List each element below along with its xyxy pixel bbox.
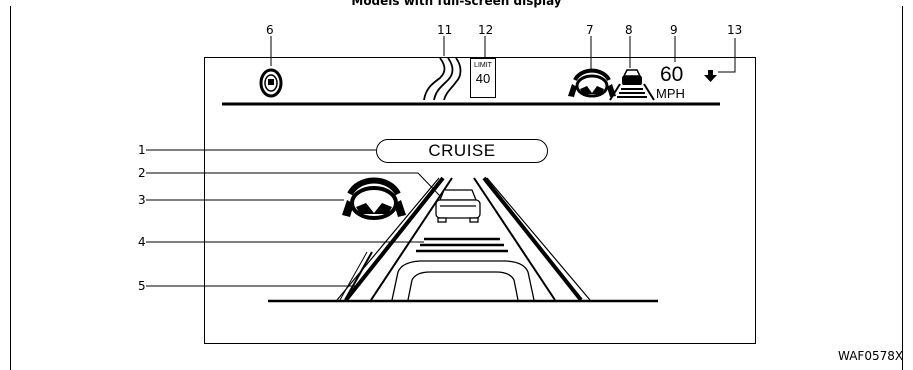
lead-vehicle-icon [436,190,480,222]
road-curve-icon [424,58,461,100]
callout-7: 7 [586,24,594,36]
distance-bars-icon [416,239,508,251]
steering-wheel-icon [342,180,406,218]
set-speed-value: 60 [660,64,683,85]
callout-8: 8 [625,24,633,36]
callout-6: 6 [266,24,274,36]
speed-sign-top-text: LIMIT [471,61,495,71]
callout-4: 4 [138,236,146,248]
callout-9: 9 [670,24,678,36]
callout-3: 3 [138,194,146,206]
speed-down-arrow-icon [704,70,717,82]
vehicle-ahead-distance-icon [610,70,654,100]
callout-12: 12 [478,24,493,36]
callout-13: 13 [727,24,742,36]
own-vehicle-icon [392,261,534,300]
speed-sign-value: 40 [471,71,495,87]
callout-1: 1 [138,144,146,156]
set-speed-unit: MPH [656,87,685,100]
steering-assist-icon [568,71,616,97]
system-status-icon [261,70,281,96]
callout-11: 11 [437,24,452,36]
figure-id: WAF0578X [838,349,903,363]
callout-2: 2 [138,167,146,179]
callout-5: 5 [138,280,146,292]
cruise-indicator: CRUISE [376,139,548,163]
speed-limit-sign-icon: LIMIT 40 [470,58,496,98]
